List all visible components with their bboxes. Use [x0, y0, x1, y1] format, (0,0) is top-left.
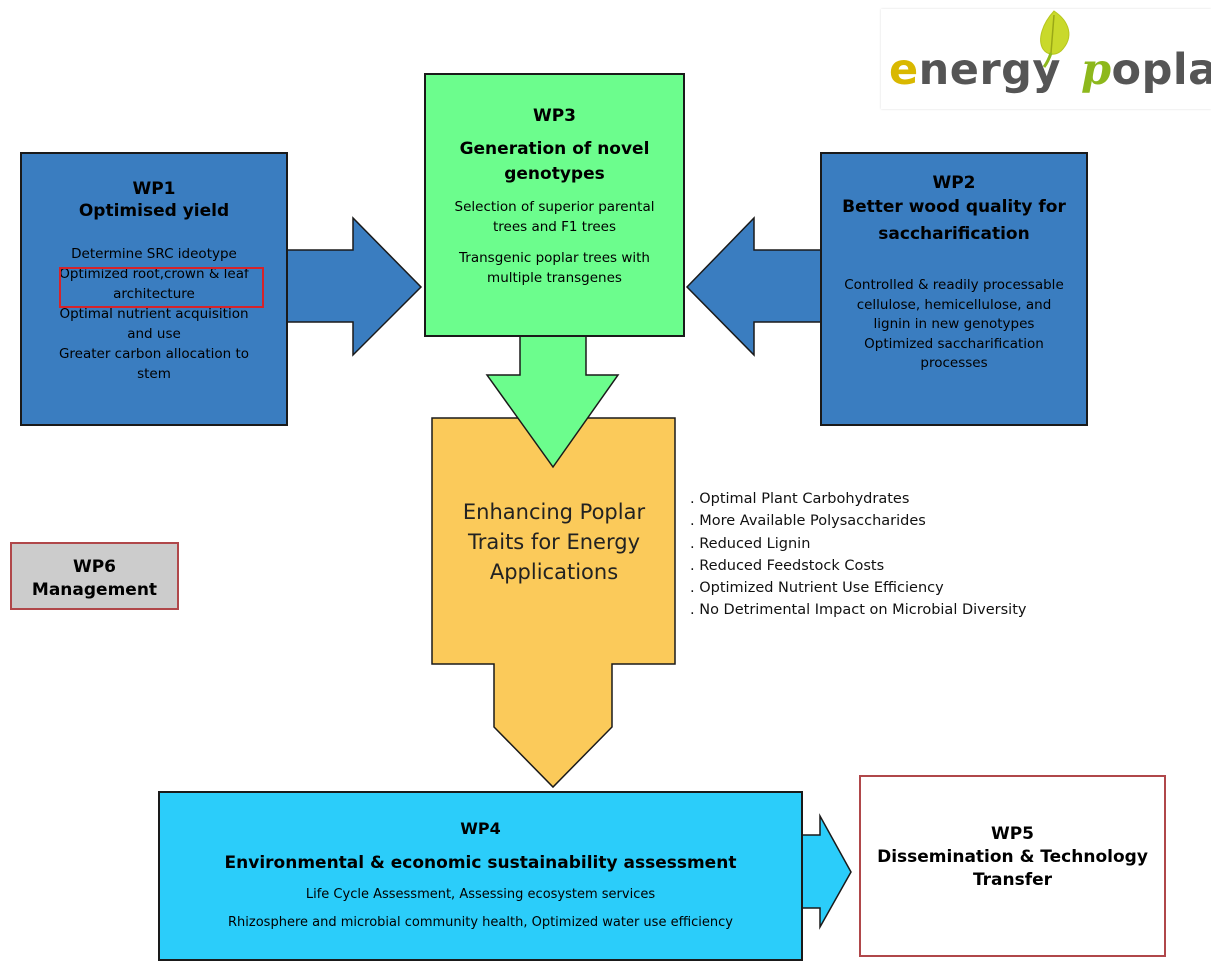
- wp4-box: WP4 Environmental & economic sustainabil…: [158, 791, 803, 961]
- logo-wordmark: energypoplar: [889, 45, 1211, 95]
- wp6-box: WP6 Management: [10, 542, 179, 610]
- wp4-subtitle: Environmental & economic sustainability …: [224, 853, 737, 873]
- wp6-title: WP6: [72, 557, 117, 577]
- wp3-para-line: Transgenic poplar trees with: [459, 250, 650, 266]
- wp6-subtitle: Management: [31, 580, 158, 600]
- wp4-right-arrow: [801, 813, 852, 930]
- leaf-icon: [1040, 10, 1070, 68]
- wp2-item: processes: [920, 355, 988, 371]
- wp2-item: Optimized saccharification: [864, 335, 1044, 352]
- wp1-highlight-frame: [59, 267, 264, 308]
- wp1-right-arrow: [286, 216, 423, 357]
- wp1-title: WP1: [132, 179, 176, 199]
- wp2-items: Controlled & readily processable cellulo…: [822, 276, 1086, 374]
- wp5-box: WP5 Dissemination & Technology Transfer: [859, 775, 1166, 957]
- center-title-line: Traits for Energy: [468, 530, 640, 554]
- wp1-items: Determine SRC ideotype Optimized root,cr…: [22, 244, 286, 384]
- wp1-item: Optimized root,crown & leaf: [59, 266, 249, 282]
- wp3-para-line: trees and F1 trees: [492, 219, 616, 235]
- center-title: Enhancing Poplar Traits for Energy Appli…: [434, 497, 674, 587]
- benefit-item: . Reduced Lignin: [690, 535, 811, 552]
- wp1-box: WP1 Optimised yield Determine SRC ideoty…: [20, 152, 288, 426]
- benefit-item: . No Detrimental Impact on Microbial Div…: [690, 602, 1027, 619]
- wp1-item: stem: [137, 366, 171, 382]
- center-orange-box-arrow: [431, 417, 676, 789]
- wp3-para-line: multiple transgenes: [487, 270, 622, 286]
- wp1-item: Greater carbon allocation to: [58, 346, 250, 362]
- wp3-para-line: Selection of superior parental: [454, 199, 655, 215]
- wp3-subtitle-line: genotypes: [504, 164, 605, 184]
- center-title-line: Enhancing Poplar: [462, 500, 646, 524]
- benefit-item: . Reduced Feedstock Costs: [690, 557, 885, 574]
- wp2-left-arrow: [685, 216, 823, 357]
- wp2-subtitle: Better wood quality for saccharification: [822, 194, 1086, 248]
- wp1-subtitle: Optimised yield: [78, 201, 230, 221]
- wp3-title: WP3: [532, 106, 577, 126]
- wp5-title: WP5: [990, 824, 1035, 844]
- wp4-line: Rhizosphere and microbial community heal…: [228, 915, 733, 930]
- wp2-item: lignin in new genotypes: [873, 316, 1035, 332]
- wp1-item: Determine SRC ideotype: [71, 246, 237, 262]
- center-title-line: Applications: [489, 560, 619, 584]
- wp1-item: and use: [127, 326, 181, 342]
- wp1-item: architecture: [113, 286, 195, 302]
- wp2-box: WP2 Better wood quality for saccharifica…: [820, 152, 1088, 426]
- wp2-subtitle-line: Better wood quality for: [842, 197, 1066, 217]
- wp2-item: cellulose, hemicellulose, and: [856, 296, 1052, 313]
- benefit-item: . More Available Polysaccharides: [690, 513, 926, 530]
- wp2-title: WP2: [932, 173, 976, 193]
- wp4-title: WP4: [460, 819, 501, 838]
- wp3-para-1: Selection of superior parental trees and…: [426, 197, 683, 237]
- wp5-subtitle-line: Dissemination & Technology: [877, 847, 1148, 867]
- wp1-item: Optimal nutrient acquisition: [59, 306, 249, 322]
- wp2-item: Controlled & readily processable: [844, 277, 1064, 293]
- wp3-subtitle: Generation of novel genotypes: [426, 137, 683, 187]
- energy-poplar-logo: energypoplar: [881, 9, 1211, 109]
- wp5-subtitle-line: Transfer: [972, 870, 1053, 890]
- wp4-line: Life Cycle Assessment, Assessing ecosyst…: [305, 887, 656, 902]
- wp3-down-arrow: [485, 335, 620, 469]
- benefits-list: . Optimal Plant Carbohydrates . More Ava…: [690, 488, 1026, 622]
- wp3-subtitle-line: Generation of novel: [459, 139, 650, 159]
- benefit-item: . Optimal Plant Carbohydrates: [690, 491, 910, 507]
- benefit-item: . Optimized Nutrient Use Efficiency: [690, 580, 944, 597]
- wp3-box: WP3 Generation of novel genotypes Select…: [424, 73, 685, 337]
- wp3-para-2: Transgenic poplar trees with multiple tr…: [426, 248, 683, 288]
- wp2-subtitle-line: saccharification: [878, 224, 1030, 244]
